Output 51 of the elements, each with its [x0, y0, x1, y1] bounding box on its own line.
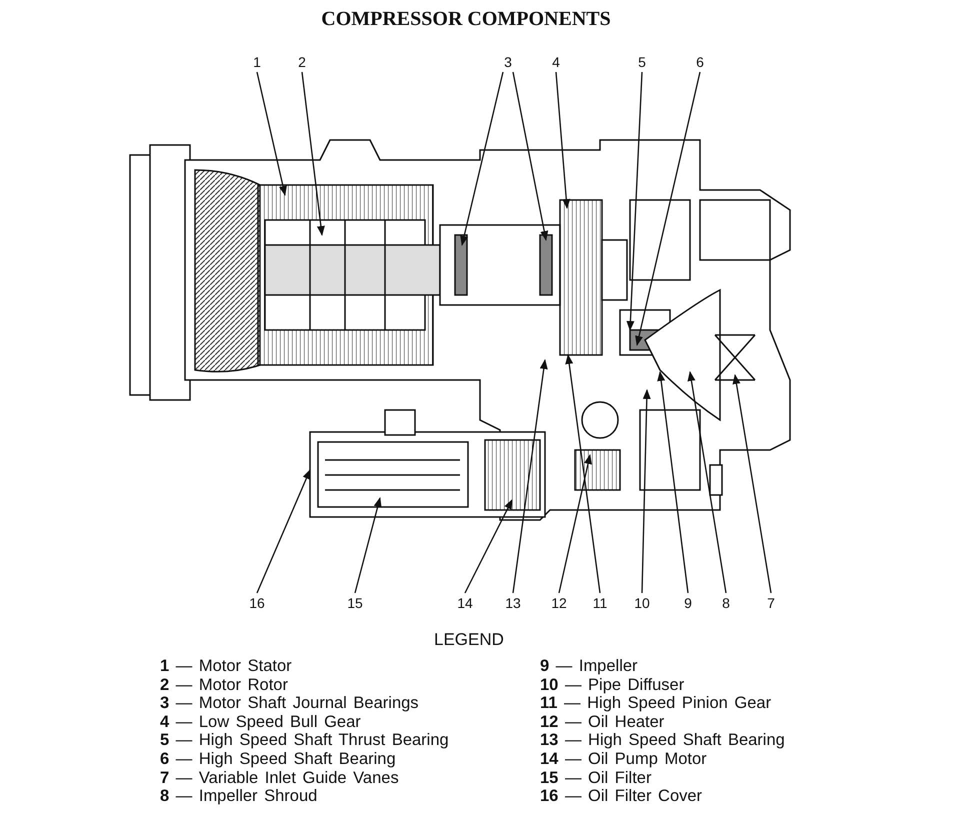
callout-number: 6 — [696, 54, 704, 70]
legend-heading: LEGEND — [434, 630, 504, 650]
legend-entry: 1 — Motor Stator — [160, 657, 292, 675]
legend-entry: 2 — Motor Rotor — [160, 676, 288, 694]
callout-number: 4 — [552, 54, 560, 70]
leader-line — [565, 354, 601, 594]
callout-number: 16 — [249, 595, 265, 611]
leader-line — [558, 454, 592, 594]
legend-entry: 9 — Impeller — [540, 657, 638, 675]
legend-entry: 11 — High Speed Pinion Gear — [540, 694, 772, 712]
legend-entry: 12 — Oil Heater — [540, 712, 664, 731]
legend-entry: 3 — Motor Shaft Journal Bearings — [160, 694, 419, 712]
diagram-title: COMPRESSOR COMPONENTS — [320, 8, 612, 31]
callout-number: 15 — [347, 595, 363, 611]
leader-line — [460, 72, 504, 246]
leader-line — [464, 499, 513, 594]
leader-line — [635, 72, 701, 346]
leader-line — [657, 371, 689, 594]
callout-number: 1 — [253, 54, 261, 70]
callout-number: 8 — [722, 595, 730, 611]
legend-entry: 14 — Oil Pump Motor — [540, 750, 707, 768]
callout-number: 13 — [505, 595, 521, 611]
callout-number: 10 — [634, 595, 650, 611]
leader-line — [732, 374, 772, 594]
leader-line — [555, 72, 570, 209]
leader-line — [354, 497, 382, 594]
leader-line — [641, 389, 651, 594]
legend-entry: 5 — High Speed Shaft Thrust Bearing — [160, 731, 449, 750]
callout-number: 2 — [298, 54, 306, 70]
callout-number: 12 — [551, 595, 567, 611]
leader-line — [688, 371, 727, 594]
legend-entry: 10 — Pipe Diffuser — [540, 676, 684, 694]
legend-entry: 7 — Variable Inlet Guide Vanes — [160, 768, 399, 787]
legend-entry: 13 — High Speed Shaft Bearing — [540, 731, 785, 750]
callout-number: 11 — [592, 595, 608, 611]
leader-line — [626, 72, 643, 331]
callout-number: 3 — [504, 54, 512, 70]
callout-number: 7 — [767, 595, 775, 611]
leader-line — [512, 359, 548, 594]
legend-entry: 4 — Low Speed Bull Gear — [160, 712, 361, 731]
leader-line — [256, 72, 287, 196]
leader-line — [256, 469, 311, 594]
legend-entry: 16 — Oil Filter Cover — [540, 787, 702, 806]
leader-line — [301, 72, 325, 236]
legend-entry: 6 — High Speed Shaft Bearing — [160, 750, 396, 768]
legend-entry: 15 — Oil Filter — [540, 768, 652, 787]
callout-number: 5 — [638, 54, 646, 70]
callout-number: 14 — [457, 595, 473, 611]
callout-number: 9 — [684, 595, 692, 611]
leader-line — [512, 72, 548, 241]
legend-entry: 8 — Impeller Shroud — [160, 787, 318, 806]
